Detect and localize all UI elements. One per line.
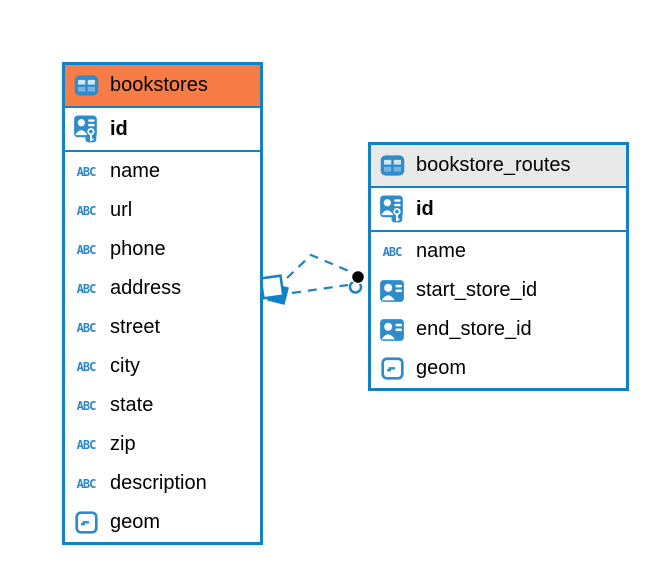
column-label: phone xyxy=(110,238,166,260)
primary-key-icon xyxy=(71,114,101,145)
abc-glyph: ABC xyxy=(76,281,97,296)
column-row-phone[interactable]: ABC phone xyxy=(65,230,260,269)
column-row-name[interactable]: ABC name xyxy=(65,152,260,191)
column-row-end_store_id[interactable]: end_store_id xyxy=(371,310,626,349)
column-row-city[interactable]: ABC city xyxy=(65,347,260,386)
relationship-line[interactable] xyxy=(286,253,352,279)
column-row-street[interactable]: ABC street xyxy=(65,308,260,347)
column-label: start_store_id xyxy=(416,279,538,301)
reference-icon xyxy=(377,317,407,343)
column-label: url xyxy=(110,199,133,221)
entity-header[interactable]: bookstores xyxy=(65,65,260,108)
column-label: description xyxy=(110,472,207,494)
column-row-url[interactable]: ABC url xyxy=(65,191,260,230)
source-marker-back-square xyxy=(267,283,289,305)
table-icon xyxy=(71,72,101,99)
column-label: id xyxy=(416,197,434,220)
text-type-icon: ABC xyxy=(71,165,101,179)
target-marker-ring xyxy=(348,280,363,294)
text-type-icon: ABC xyxy=(71,399,101,413)
column-row-id[interactable]: id xyxy=(65,108,260,152)
abc-glyph: ABC xyxy=(76,437,97,452)
column-row-zip[interactable]: ABC zip xyxy=(65,425,260,464)
column-row-description[interactable]: ABC description xyxy=(65,464,260,503)
source-marker-front-square xyxy=(259,274,285,300)
relationship-link[interactable] xyxy=(259,253,366,305)
abc-glyph: ABC xyxy=(382,244,403,259)
column-row-id[interactable]: id xyxy=(371,188,626,232)
column-label: geom xyxy=(416,357,467,379)
abc-glyph: ABC xyxy=(76,242,97,257)
abc-glyph: ABC xyxy=(76,398,97,413)
target-marker-dot xyxy=(350,269,366,285)
geometry-type-icon xyxy=(377,356,407,381)
column-label: state xyxy=(110,394,154,416)
column-label: id xyxy=(110,117,128,140)
primary-key-icon xyxy=(377,194,407,225)
column-label: name xyxy=(416,240,467,262)
column-row-address[interactable]: ABC address xyxy=(65,269,260,308)
abc-glyph: ABC xyxy=(76,320,97,335)
text-type-icon: ABC xyxy=(71,282,101,296)
text-type-icon: ABC xyxy=(71,360,101,374)
column-label: end_store_id xyxy=(416,318,532,340)
abc-glyph: ABC xyxy=(76,203,97,218)
text-type-icon: ABC xyxy=(377,245,407,259)
column-row-state[interactable]: ABC state xyxy=(65,386,260,425)
column-label: zip xyxy=(110,433,136,455)
reference-icon xyxy=(377,278,407,304)
table-icon xyxy=(377,152,407,179)
column-row-start_store_id[interactable]: start_store_id xyxy=(371,271,626,310)
relationship-line[interactable] xyxy=(291,283,349,295)
abc-glyph: ABC xyxy=(76,476,97,491)
column-row-geom[interactable]: geom xyxy=(65,503,260,542)
entity-title: bookstores xyxy=(110,74,208,96)
column-label: name xyxy=(110,160,161,182)
column-row-name[interactable]: ABC name xyxy=(371,232,626,271)
text-type-icon: ABC xyxy=(71,438,101,452)
text-type-icon: ABC xyxy=(71,321,101,335)
text-type-icon: ABC xyxy=(71,477,101,491)
column-label: street xyxy=(110,316,161,338)
column-label: city xyxy=(110,355,140,377)
geometry-type-icon xyxy=(71,510,101,535)
entity-title: bookstore_routes xyxy=(416,154,571,176)
column-label: address xyxy=(110,277,182,299)
abc-glyph: ABC xyxy=(76,359,97,374)
entity-header[interactable]: bookstore_routes xyxy=(371,145,626,188)
text-type-icon: ABC xyxy=(71,204,101,218)
text-type-icon: ABC xyxy=(71,243,101,257)
column-label: geom xyxy=(110,511,161,533)
column-row-geom[interactable]: geom xyxy=(371,349,626,388)
abc-glyph: ABC xyxy=(76,164,97,179)
